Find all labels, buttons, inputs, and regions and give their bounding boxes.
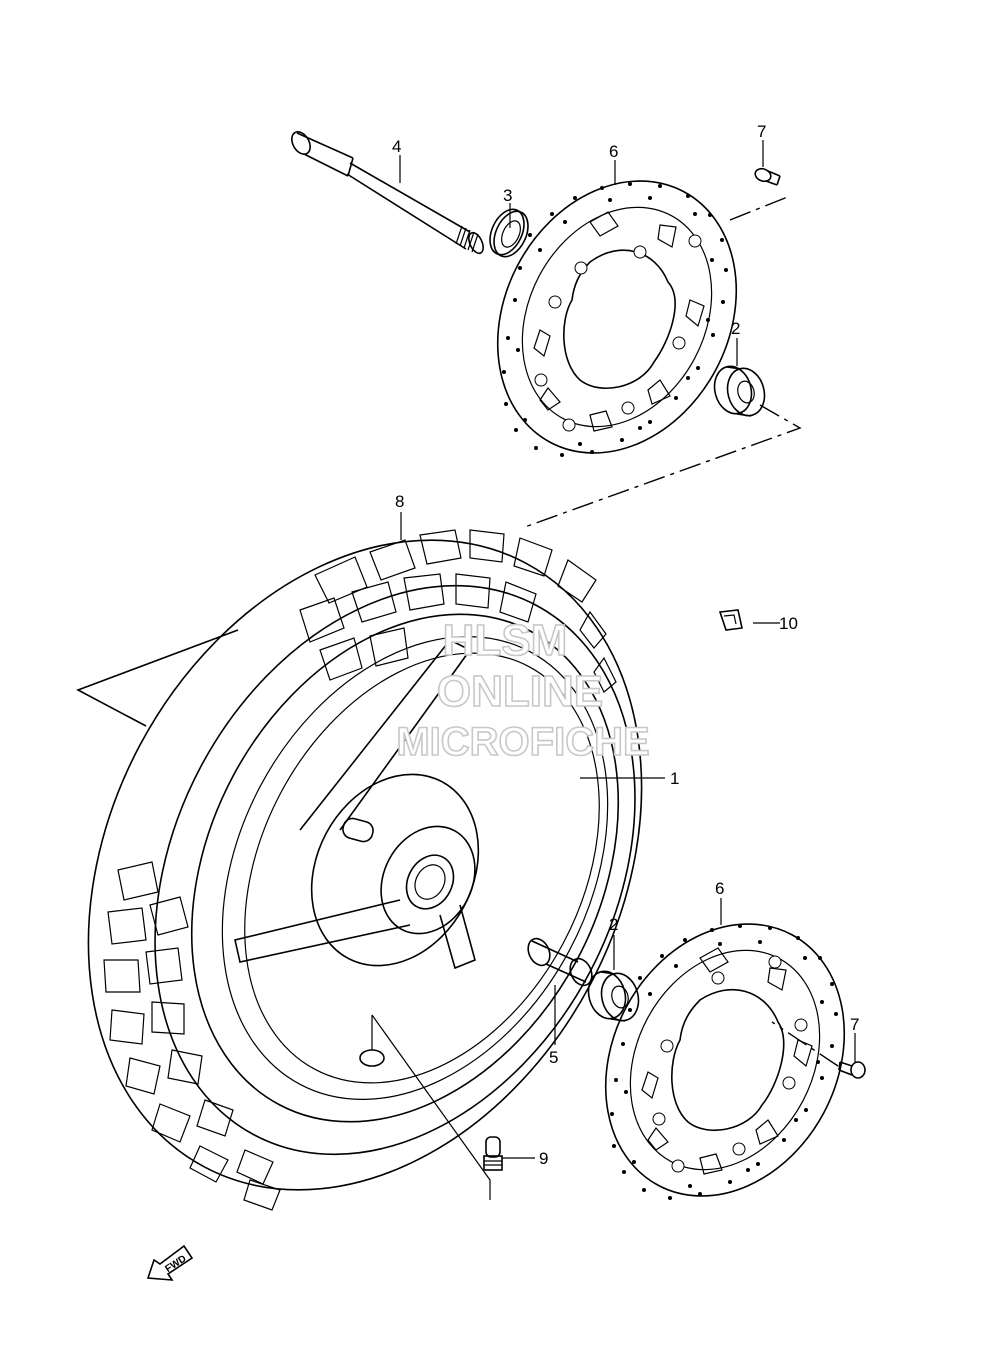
watermark: HLSM ONLINE MICROFICHE: [396, 615, 651, 765]
watermark-line1: HLSM: [443, 616, 568, 665]
front-wheel: [190, 613, 620, 1123]
assembly-guide-lines: [76, 195, 802, 727]
brake-disc-lower: [604, 923, 846, 1200]
fwd-label: FWD: [163, 1253, 188, 1275]
front-axle: [291, 131, 484, 255]
callouts: 4 3 6 7 2 8 10 1 6 2 7 5 9: [392, 122, 859, 1168]
brake-disc-upper: [496, 180, 738, 457]
callout-6-upper: 6: [609, 142, 618, 161]
watermark-line2: ONLINE: [437, 667, 603, 716]
callout-9: 9: [539, 1149, 548, 1168]
balance-weight-clip: [718, 609, 743, 631]
callout-4: 4: [392, 137, 401, 156]
callout-6-lower: 6: [715, 879, 724, 898]
tire-valve: [483, 1136, 503, 1171]
wheel-spacer: [527, 937, 593, 987]
callout-10: 10: [779, 614, 798, 633]
front-tire: [87, 529, 643, 1211]
callout-3: 3: [503, 186, 512, 205]
disc-bolt-lower: [771, 1021, 866, 1079]
leader-lines: [371, 140, 856, 1200]
callout-2-upper: 2: [731, 319, 740, 338]
callout-2-lower: 2: [609, 915, 618, 934]
oil-seal: [489, 208, 529, 258]
wheel-bearing-lower: [587, 970, 640, 1022]
callout-8: 8: [395, 492, 404, 511]
callout-5: 5: [549, 1048, 558, 1067]
callout-7-upper: 7: [757, 122, 766, 141]
callout-7-lower: 7: [850, 1015, 859, 1034]
watermark-line3: MICROFICHE: [396, 720, 649, 764]
fwd-arrow-icon: FWD: [146, 1244, 194, 1281]
wheel-bearing-upper: [713, 365, 766, 417]
callout-1: 1: [670, 769, 679, 788]
disc-bolt-upper: [754, 167, 781, 186]
